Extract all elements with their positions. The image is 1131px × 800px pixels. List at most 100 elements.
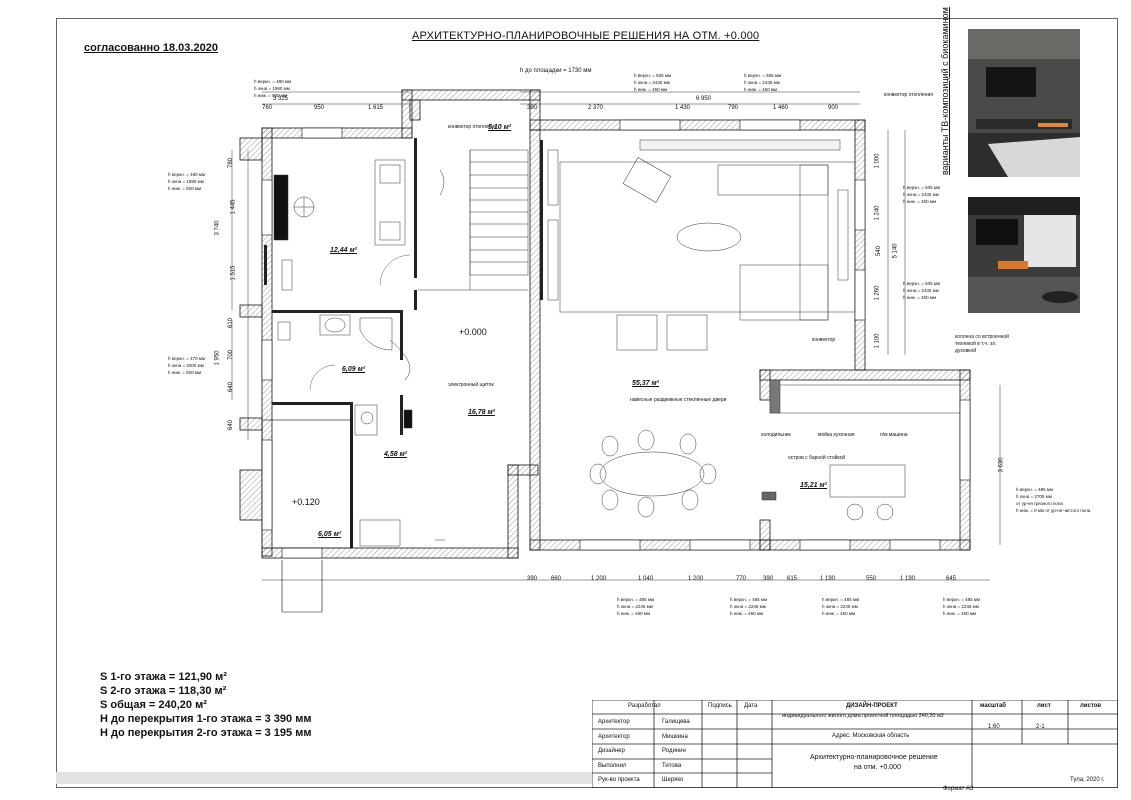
dim-left: 640 (228, 419, 235, 431)
dim-bottom: 390 (527, 576, 538, 582)
dim-bottom: 645 (946, 576, 957, 582)
dim-top: 1 615 (368, 105, 384, 111)
dim-right: 1 260 (874, 285, 881, 301)
tb-name: Галищева (662, 719, 690, 725)
label-fridge: холодильник (761, 432, 791, 438)
approval-note: согласованно 18.03.2020 (84, 42, 218, 54)
dim-top: 390 (527, 105, 538, 111)
area-line: S 2-го этажа = 118,30 м² (100, 685, 227, 697)
room-area-bathroom: 6,09 м² (342, 366, 366, 373)
room-area-kitchen: 15,21 м² (800, 482, 827, 489)
tb-sheet-sub: на отм. +0.000 (854, 764, 901, 771)
tb-scale: 1:60 (988, 724, 1000, 730)
tb-role: Архитектор (598, 719, 630, 725)
dim-left-total: 1 950 (214, 350, 221, 366)
dim-left: 780 (228, 157, 235, 169)
tb-project-desc: индивидуального жилого дома проектной пл… (782, 713, 944, 719)
footer-strip (56, 772, 592, 784)
area-line: Н до перекрытия 1-го этажа = 3 390 мм (100, 713, 312, 725)
tb-role: Выполнил (598, 763, 627, 769)
label-convector-floor: конвектор (812, 337, 836, 343)
dim-bottom: 1 190 (900, 576, 916, 582)
room-area-stair-landing: 5,10 м² (488, 124, 512, 131)
tb-name: Шеряко (662, 777, 684, 783)
dim-left: 1 515 (230, 265, 237, 281)
tb-developed: Разработал (628, 703, 661, 709)
dim-top-total-1: 3 325 (273, 96, 289, 102)
sheet-frame (56, 18, 1118, 788)
tb-address: Адрес: Московская область (832, 733, 910, 739)
tb-signature: Подпись (708, 703, 732, 709)
dim-left: 700 (228, 349, 235, 361)
tb-name: Мишкина (662, 734, 688, 740)
room-area-closet: 4,58 м² (384, 451, 408, 458)
area-line: S общая = 240,20 м² (100, 699, 207, 711)
dim-right: 540 (876, 245, 883, 257)
tb-sheets-label: листов (1080, 703, 1102, 709)
dim-top: 950 (314, 105, 325, 111)
dim-right: 1 000 (874, 153, 881, 169)
tb-sheet: 2-1 (1036, 724, 1045, 730)
title-block: Разработал Подпись Дата Архитектор Архит… (592, 700, 1118, 788)
format-label: Формат А3 (943, 786, 974, 792)
tb-scale-label: масштаб (980, 703, 1007, 709)
dim-bottom: 1 040 (638, 576, 654, 582)
dim-top: 1 430 (675, 105, 691, 111)
tv-composition-photo-1 (968, 29, 1080, 177)
dim-left: 640 (228, 381, 235, 393)
label-sink: мойка кухонная (818, 432, 855, 438)
dim-bottom: 1 200 (591, 576, 607, 582)
tb-sheet-label: лист (1037, 703, 1051, 709)
tb-name: Родинин (662, 748, 686, 754)
level-porch: +0.120 (292, 497, 320, 507)
label-built-in-column: колонна со встроенной техникой в т.ч. эл… (955, 334, 1009, 354)
tb-project-title: ДИЗАЙН-ПРОЕКТ (846, 703, 898, 709)
area-summary: S 1-го этажа = 121,90 м² S 2-го этажа = … (100, 670, 311, 740)
label-convector-top: конвектор отопления (884, 92, 933, 98)
label-convector-stair: конвектор отопления (448, 124, 497, 130)
dim-top: 790 (728, 105, 739, 111)
dim-bottom: 660 (551, 576, 562, 582)
tb-city: Тула, 2020 г. (1070, 777, 1105, 783)
dim-bottom: 390 (763, 576, 774, 582)
dim-left: 610 (228, 317, 235, 329)
dim-top: 900 (828, 105, 839, 111)
dim-top: 1 460 (773, 105, 789, 111)
tb-role: Рук-во проекта (598, 777, 640, 783)
dim-right-total: 5 140 (892, 243, 899, 259)
dim-top: 2 370 (588, 105, 604, 111)
dim-left: 1 445 (230, 199, 237, 215)
dim-top-total-2: 6 950 (696, 96, 712, 102)
area-line: S 1-го этажа = 121,90 м² (100, 671, 227, 683)
label-dishwasher: п/м машина (880, 432, 908, 438)
tb-role: Дизайнер (598, 748, 625, 754)
dim-right: 1 100 (874, 333, 881, 349)
room-area-study: 12,44 м² (330, 247, 357, 254)
dim-right: 1 240 (874, 205, 881, 221)
platform-height: h до площадки = 1730 мм (520, 68, 592, 74)
room-area-hall: 16,78 м² (468, 409, 495, 416)
area-line: Н до перекрытия 2-го этажа = 3 195 мм (100, 727, 312, 739)
dim-bottom: 615 (787, 576, 798, 582)
side-label: варианты ТВ-композиций с биокамином (940, 7, 950, 175)
tb-role: Архитектор (598, 734, 630, 740)
tb-sheet-title: Архитектурно-планировочное решение (810, 754, 938, 761)
label-island: остров с барной стойкой (788, 455, 846, 461)
level-main: +0.000 (459, 327, 487, 337)
dim-bottom: 1 190 (820, 576, 836, 582)
dim-right-total: 3 630 (998, 457, 1005, 473)
label-glass-doors: навесные раздвижные стеклянные двери (630, 397, 727, 403)
